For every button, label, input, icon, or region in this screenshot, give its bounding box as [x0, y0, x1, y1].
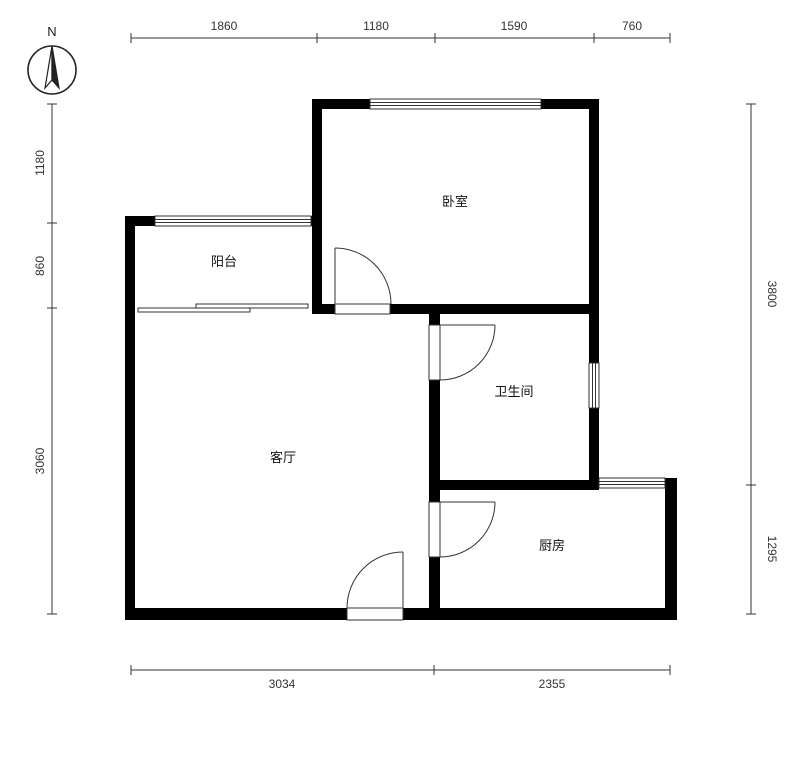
sliding-door-balcony: [135, 303, 312, 314]
dimension-left-3: 3060: [33, 447, 47, 474]
dimension-top-2: 1180: [363, 19, 389, 33]
doors: [334, 247, 496, 621]
wall-bedroom-bottom: [312, 304, 599, 314]
room-label-bathroom: 卫生间: [494, 385, 533, 400]
dimension-line-top: [130, 33, 671, 43]
dimension-top-3: 1590: [501, 19, 528, 33]
dimension-line-left: [47, 103, 57, 615]
north-label: N: [47, 24, 56, 39]
dimension-top-1: 1860: [211, 19, 238, 33]
dimension-top-4: 760: [622, 19, 642, 33]
wall-east: [589, 99, 599, 490]
wall-bathroom-left: [429, 304, 440, 620]
windows: [135, 98, 666, 489]
walls: [125, 99, 677, 620]
window-bedroom-top: [369, 98, 542, 110]
dimension-left-1: 1180: [33, 150, 47, 176]
door-bedroom: [334, 247, 392, 315]
dimension-line-right: [746, 103, 756, 615]
window-kitchen-top: [598, 477, 666, 489]
dimension-left-2: 860: [33, 256, 47, 276]
room-label-bedroom: 卧室: [442, 194, 468, 210]
compass: N: [27, 24, 77, 95]
dimension-right-1: 3800: [765, 281, 779, 308]
room-label-balcony: 阳台: [211, 255, 237, 270]
wall-bathroom-bottom: [429, 480, 599, 490]
window-balcony-top: [154, 215, 312, 227]
window-bathroom-right: [588, 362, 600, 409]
wall-bedroom-left: [312, 99, 322, 314]
room-label-kitchen: 厨房: [539, 538, 565, 554]
dimension-line-bottom: [130, 665, 671, 675]
wall-west: [125, 216, 135, 620]
dimension-right-2: 1295: [765, 536, 779, 563]
door-kitchen: [428, 501, 496, 558]
door-bathroom: [428, 324, 496, 381]
dimension-bottom-1: 3034: [269, 677, 296, 691]
room-label-living-room: 客厅: [270, 450, 296, 466]
door-entrance: [346, 551, 404, 621]
dimension-bottom-2: 2355: [539, 677, 566, 691]
north-arrow-icon: [27, 45, 77, 95]
wall-kitchen-right: [665, 478, 677, 620]
